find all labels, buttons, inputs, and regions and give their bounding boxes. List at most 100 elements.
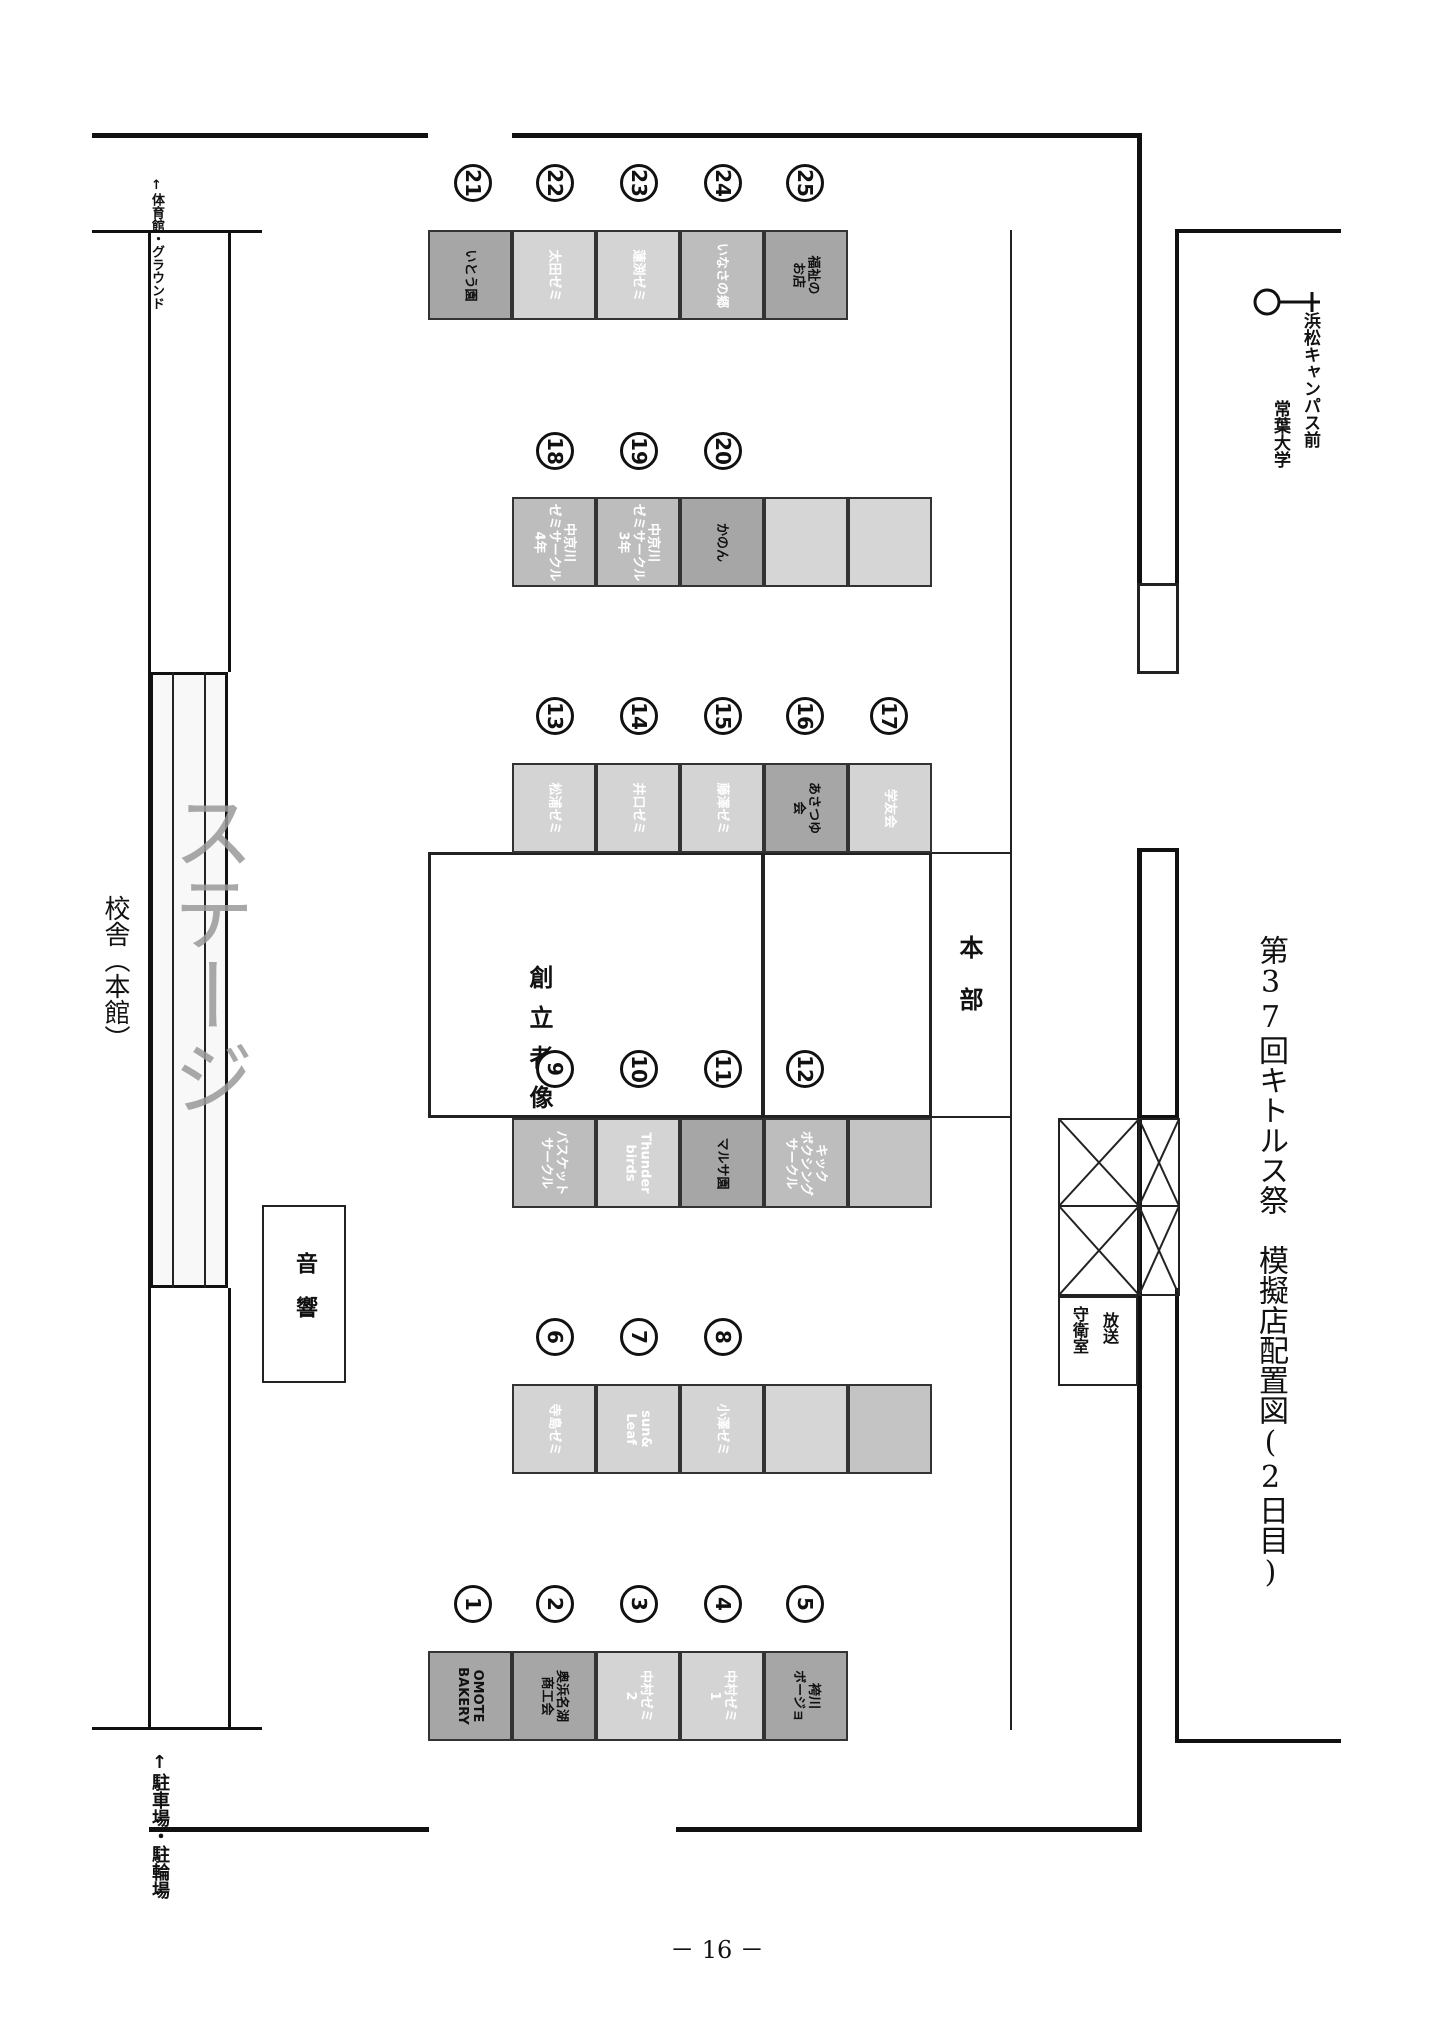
stall-number-10: 10 xyxy=(620,1050,658,1088)
stall-22[interactable]: 太田ゼミ xyxy=(512,230,596,320)
stall-13[interactable]: 松浦ゼミ xyxy=(512,763,596,853)
stall-16[interactable]: あさつゆ 会 xyxy=(764,763,848,853)
stall-7[interactable]: sun& Leaf xyxy=(596,1384,680,1474)
stall-7-label: sun& Leaf xyxy=(623,1410,653,1448)
university-label-line2: 浜松キャンパス前 xyxy=(1300,312,1320,448)
stage-area xyxy=(150,672,228,1288)
stall-13-label: 松浦ゼミ xyxy=(546,781,562,835)
school-building-label: 校舎（本館） xyxy=(100,895,130,1051)
stall-11-label: マルサ園 xyxy=(714,1136,730,1190)
stall-number-17: 17 xyxy=(870,697,908,735)
stall-8-label: 小澤ゼミ xyxy=(714,1402,730,1456)
stall-14[interactable]: 井口ゼミ xyxy=(596,763,680,853)
gate-cross-box xyxy=(1058,1118,1180,1300)
stall-15[interactable]: 藤澤ゼミ xyxy=(680,763,764,853)
stall-24[interactable]: いなさの郷 xyxy=(680,230,764,320)
stall-25[interactable]: 福祉の お店 xyxy=(764,230,848,320)
stall-4[interactable]: 中村ゼミ 1 xyxy=(680,1651,764,1741)
stall-6-label: 寺島ゼミ xyxy=(546,1402,562,1456)
stall-10-label: Thunder birds xyxy=(622,1132,653,1194)
guard-room: 守衛室 放送 xyxy=(1058,1296,1138,1386)
pin-icon xyxy=(1252,287,1322,321)
stall-3-label: 中村ゼミ 2 xyxy=(622,1669,653,1723)
stall-11[interactable]: マルサ園 xyxy=(680,1118,764,1208)
stall-number-6: 6 xyxy=(536,1318,574,1356)
stall-number-21: 21 xyxy=(454,164,492,202)
stall-number-22: 22 xyxy=(536,164,574,202)
stage-divider-1 xyxy=(172,672,174,1288)
stall-number-8: 8 xyxy=(704,1318,742,1356)
page-number: － 16 － xyxy=(670,1936,764,1964)
stall-empty-row18-b xyxy=(848,497,932,587)
stall-12[interactable]: キック ボクシング サークル xyxy=(764,1118,848,1208)
stall-25-label: 福祉の お店 xyxy=(790,255,821,295)
stall-number-5: 5 xyxy=(786,1585,824,1623)
stall-number-2: 2 xyxy=(536,1585,574,1623)
stall-20-label: かのん xyxy=(714,522,730,562)
stall-empty-row9 xyxy=(848,1118,932,1208)
stall-5-label: 袴川 ボージョ xyxy=(791,1670,821,1722)
stage-label: ステージ xyxy=(158,790,253,1118)
stall-24-label: いなさの郷 xyxy=(714,242,730,308)
stall-19-label: 中京川 ゼミサークル 3年 xyxy=(615,503,661,581)
building-left-edge xyxy=(148,230,151,1730)
stall-number-13: 13 xyxy=(536,697,574,735)
stall-14-label: 井口ゼミ xyxy=(630,781,646,835)
stall-number-3: 3 xyxy=(620,1585,658,1623)
right-lower-block-bottom xyxy=(1175,1739,1341,1743)
stall-17[interactable]: 学友会 xyxy=(848,763,932,853)
stall-6[interactable]: 寺島ゼミ xyxy=(512,1384,596,1474)
headquarters-label: 本部 xyxy=(955,935,984,1039)
stall-9[interactable]: バスケット サークル xyxy=(512,1118,596,1208)
stall-8[interactable]: 小澤ゼミ xyxy=(680,1384,764,1474)
stall-21-label: いとう園 xyxy=(462,248,478,302)
stall-23-label: 蓮渕ゼミ xyxy=(630,248,646,302)
stall-20[interactable]: かのん xyxy=(680,497,764,587)
stall-18[interactable]: 中京川 ゼミサークル 4年 xyxy=(512,497,596,587)
sound-label: 音響 xyxy=(292,1252,317,1340)
stall-number-1: 1 xyxy=(454,1585,492,1623)
building-top-line xyxy=(92,230,262,233)
right-lower-block-left xyxy=(1175,1288,1179,1743)
stall-number-15: 15 xyxy=(704,697,742,735)
stall-number-14: 14 xyxy=(620,697,658,735)
stall-number-23: 23 xyxy=(620,164,658,202)
stall-number-9: 9 xyxy=(536,1050,574,1088)
stall-15-label: 藤澤ゼミ xyxy=(714,781,730,835)
stall-19[interactable]: 中京川 ゼミサークル 3年 xyxy=(596,497,680,587)
bottom-wall-right xyxy=(676,1827,1142,1832)
stall-1[interactable]: OMOTE BAKERY xyxy=(428,1651,512,1741)
right-wall-lower xyxy=(1137,848,1142,1832)
building-right-edge-bottom xyxy=(228,1288,231,1730)
right-block-left xyxy=(1175,229,1179,674)
broadcast-label: 放送 xyxy=(1100,1312,1119,1344)
stall-empty-row6-a xyxy=(764,1384,848,1474)
stall-5[interactable]: 袴川 ボージョ xyxy=(764,1651,848,1741)
top-wall-right xyxy=(512,133,1142,138)
stall-3[interactable]: 中村ゼミ 2 xyxy=(596,1651,680,1741)
building-right-edge-top xyxy=(228,230,231,672)
gym-ground-label: ↑体育館・グラウンド xyxy=(149,178,164,310)
stall-10[interactable]: Thunder birds xyxy=(596,1118,680,1208)
stall-number-11: 11 xyxy=(704,1050,742,1088)
stall-2[interactable]: 奥浜名湖 商工会 xyxy=(512,1651,596,1741)
stall-number-16: 16 xyxy=(786,697,824,735)
stall-empty-row6-b xyxy=(848,1384,932,1474)
stall-empty-row18-a xyxy=(764,497,848,587)
building-bottom-line xyxy=(92,1727,262,1730)
right-block-top xyxy=(1175,229,1341,233)
stall-4-label: 中村ゼミ 1 xyxy=(706,1669,737,1723)
gate-bottom-line xyxy=(1137,1115,1179,1119)
stall-number-19: 19 xyxy=(620,432,658,470)
stall-23[interactable]: 蓮渕ゼミ xyxy=(596,230,680,320)
headquarters-box xyxy=(930,852,1012,1118)
stall-2-label: 奥浜名湖 商工会 xyxy=(538,1669,569,1723)
stall-21[interactable]: いとう園 xyxy=(428,230,512,320)
stall-18-label: 中京川 ゼミサークル 4年 xyxy=(531,503,577,581)
university-label-line1: 常葉大学 xyxy=(1270,400,1290,468)
stall-number-4: 4 xyxy=(704,1585,742,1623)
bottom-wall-left xyxy=(149,1827,429,1832)
stall-number-20: 20 xyxy=(704,432,742,470)
parking-label: ↑駐車場・駐輪場 xyxy=(149,1752,170,1899)
